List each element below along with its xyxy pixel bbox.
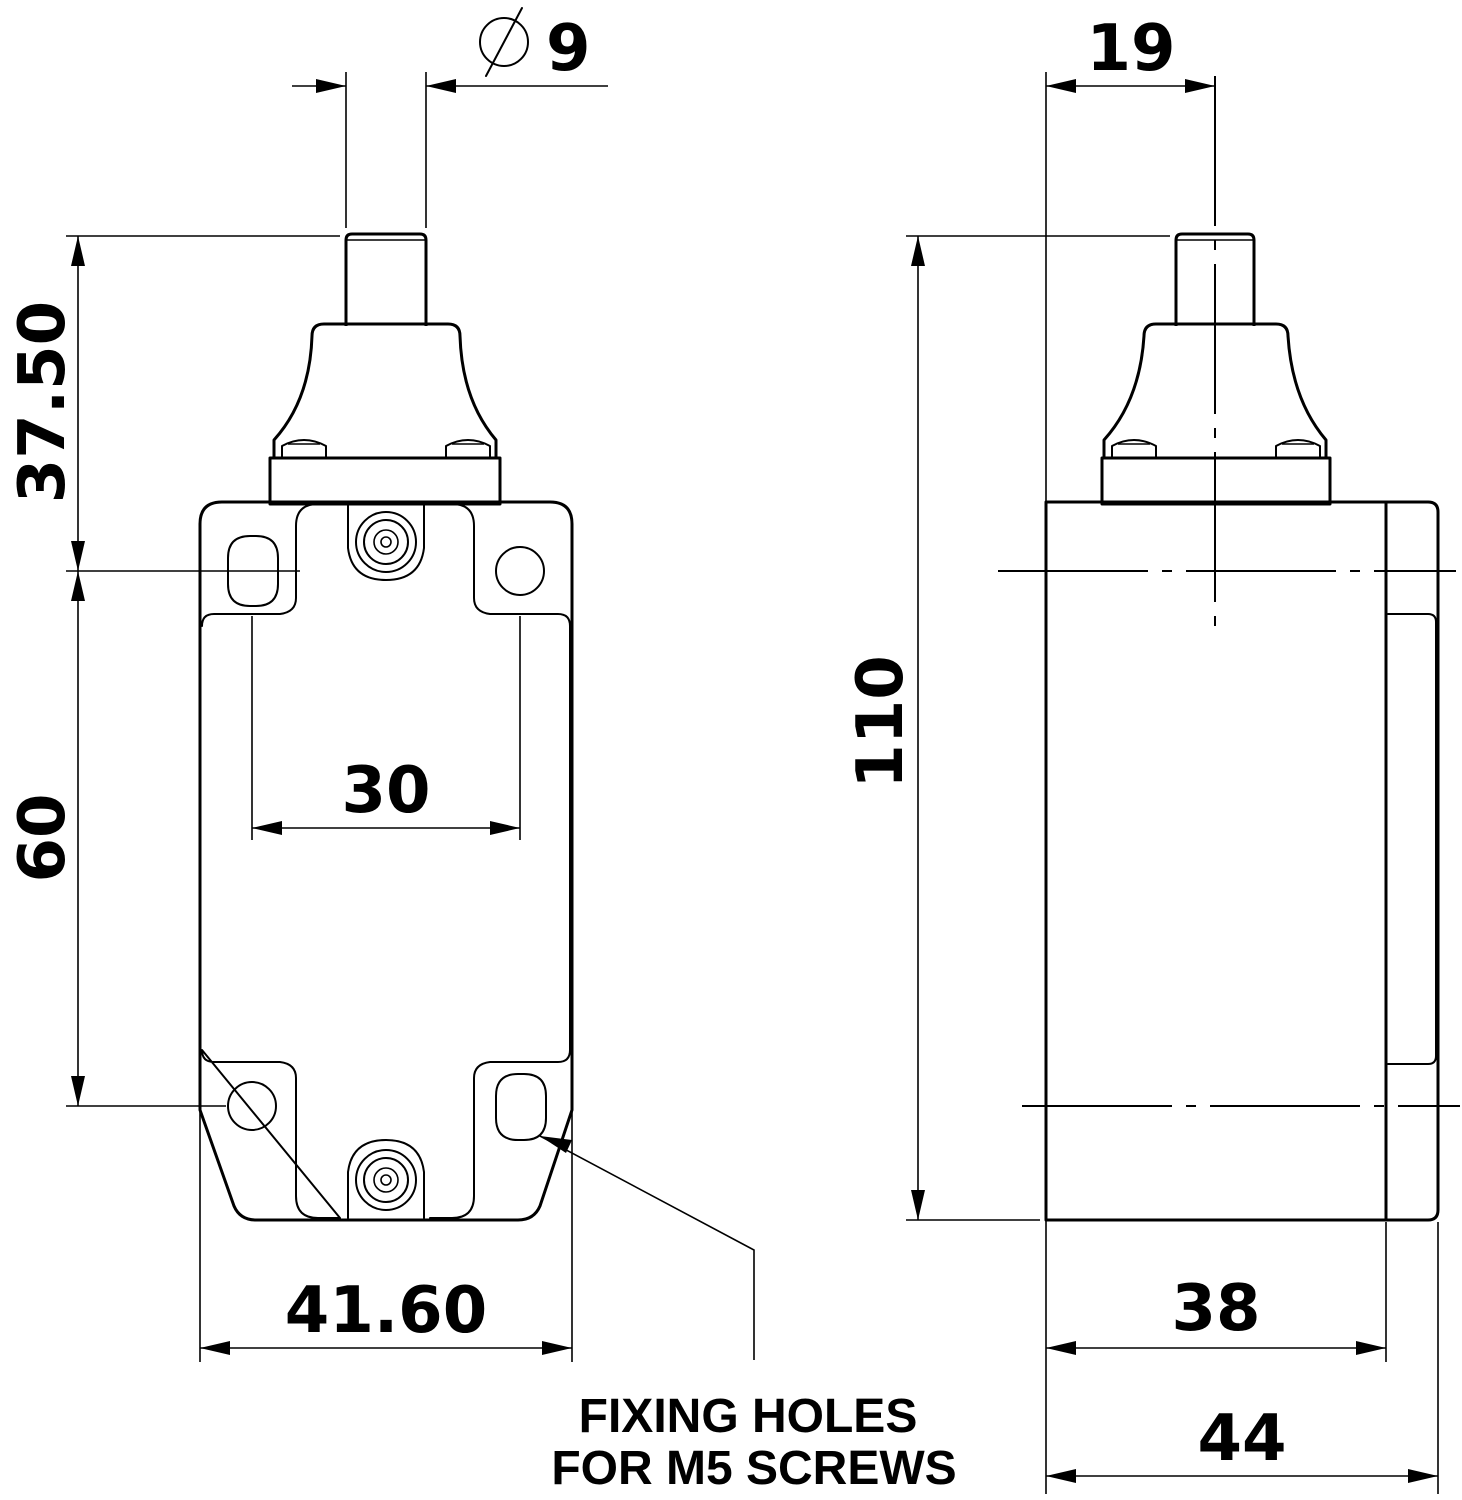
dim-body-width-front: 41.60 — [285, 1274, 487, 1348]
front-body-lid — [201, 503, 571, 1219]
front-view — [198, 232, 574, 1222]
diameter-symbol-icon — [479, 7, 529, 77]
front-head-screws — [281, 439, 491, 459]
front-plunger — [344, 232, 428, 326]
dim-body-depth: 38 — [1171, 1272, 1260, 1346]
side-lid — [1386, 500, 1440, 1222]
front-lid-screw-top — [355, 511, 417, 573]
dim-hole-spacing-vertical: 60 — [6, 793, 80, 882]
note-line-1: FIXING HOLES — [579, 1390, 918, 1443]
dim-overall-height: 110 — [844, 655, 918, 789]
front-body-outline — [198, 500, 574, 1222]
dimension-lines — [66, 7, 1439, 1494]
dim-hole-spacing-horizontal: 30 — [341, 754, 430, 828]
side-plunger — [1174, 232, 1256, 326]
dim-plunger-offset: 19 — [1086, 12, 1175, 86]
dim-plunger-height: 37.50 — [6, 301, 80, 503]
note-line-2: FOR M5 SCREWS — [551, 1442, 956, 1495]
side-view — [998, 76, 1460, 1222]
dim-shaft-diameter: 9 — [546, 12, 591, 86]
dimension-labels: 9 37.50 60 30 41.60 19 110 38 44 — [6, 12, 1287, 1476]
fixing-holes-note: FIXING HOLES FOR M5 SCREWS — [551, 1390, 956, 1495]
front-plunger-housing — [272, 322, 498, 460]
side-head-screws — [1111, 439, 1321, 459]
side-plunger-housing — [1102, 322, 1328, 460]
side-body — [1044, 500, 1388, 1222]
dim-overall-depth: 44 — [1197, 1402, 1286, 1476]
front-lid-screw-bottom — [355, 1149, 417, 1211]
front-head-flange — [268, 456, 502, 506]
front-fixing-holes — [227, 535, 547, 1141]
